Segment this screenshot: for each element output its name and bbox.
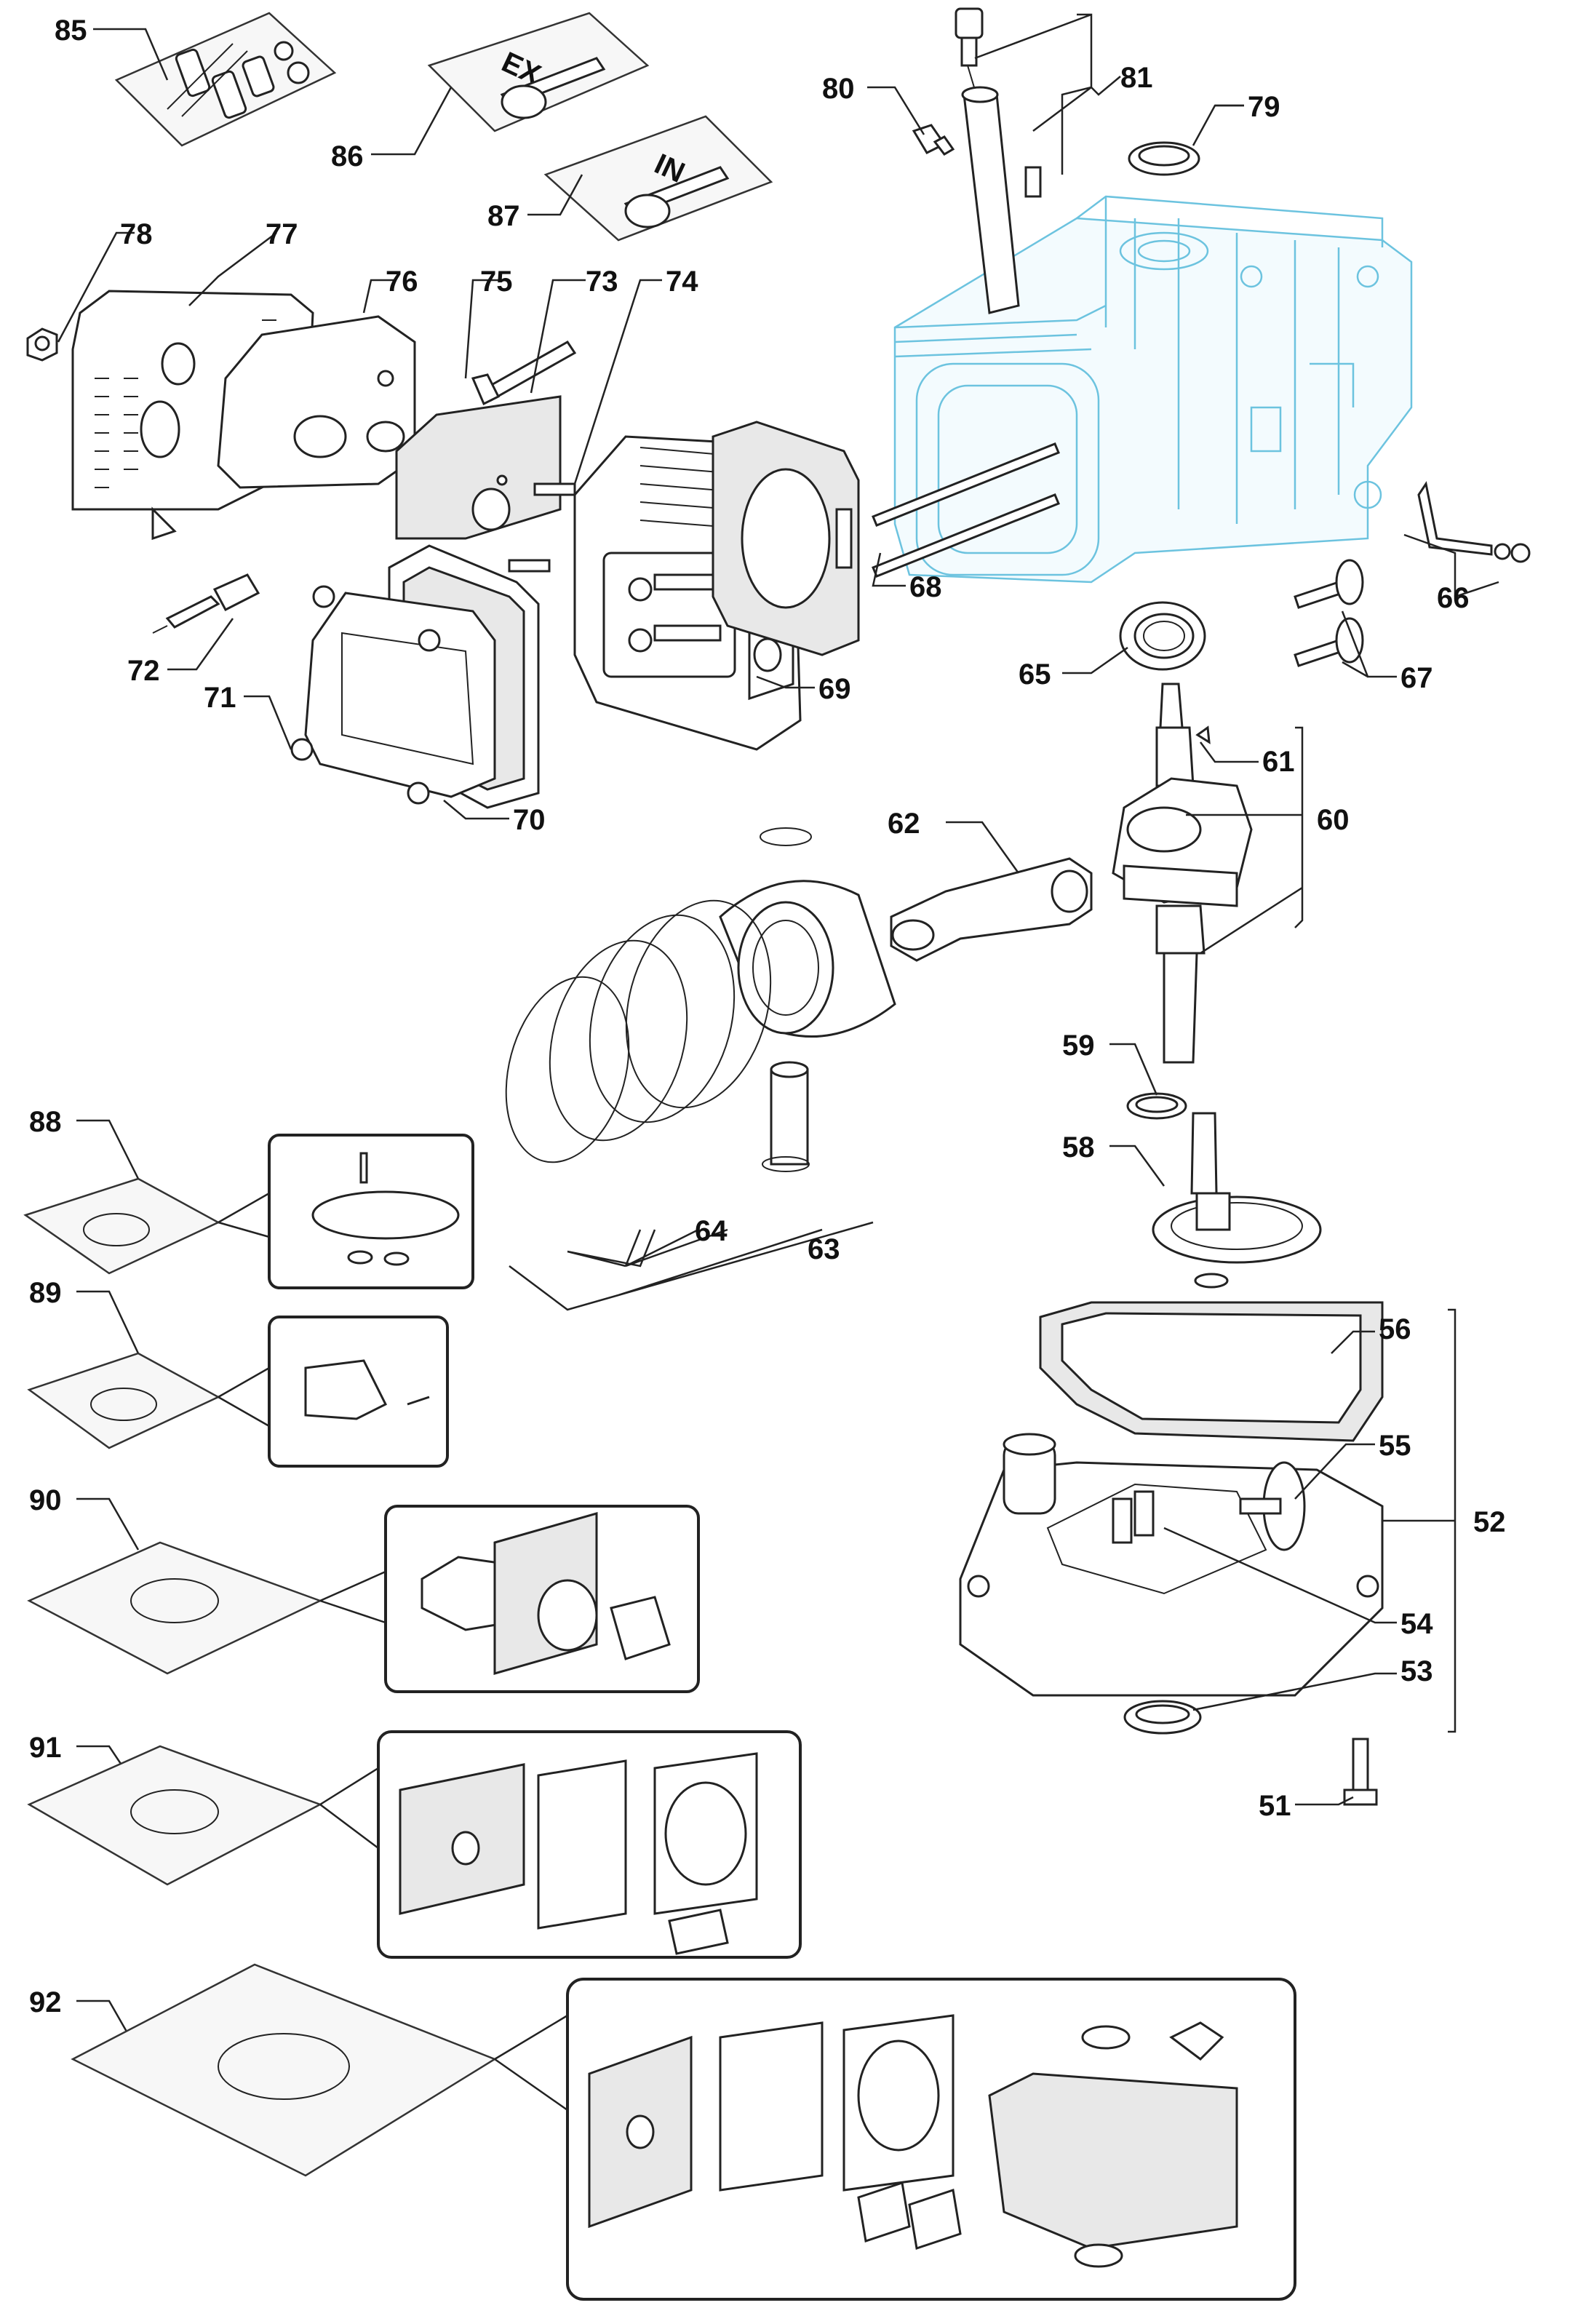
label-73: 73 [586, 266, 618, 298]
kit-88 [23, 1134, 474, 1289]
crankcase-gasket-56 [1039, 1301, 1384, 1442]
muffler-gasket-75 [395, 395, 562, 540]
label-81: 81 [1120, 62, 1153, 94]
label-89: 89 [29, 1277, 62, 1309]
label-51: 51 [1259, 1790, 1291, 1822]
label-69: 69 [818, 673, 851, 705]
crankshaft-60 [1112, 683, 1253, 1064]
label-85: 85 [55, 15, 87, 47]
governor-gear-55 [1239, 1461, 1306, 1551]
label-71: 71 [204, 682, 236, 714]
head-gasket [712, 421, 860, 656]
bolt-80 [912, 124, 955, 156]
oil-seal-53 [1123, 1700, 1202, 1735]
label-67: 67 [1400, 662, 1433, 694]
label-88: 88 [29, 1106, 62, 1138]
label-70: 70 [513, 804, 546, 836]
piston-assembly [505, 827, 896, 1172]
label-76: 76 [386, 266, 418, 298]
dipstick-assembly [955, 7, 1042, 314]
label-58: 58 [1062, 1131, 1095, 1163]
label-79: 79 [1248, 91, 1280, 123]
label-62: 62 [888, 808, 920, 840]
nut-78 [26, 327, 58, 362]
label-72: 72 [127, 655, 160, 687]
crankcase-block [893, 195, 1413, 584]
washer-59 [1126, 1092, 1187, 1120]
rocker-cover-71 [290, 585, 496, 805]
label-91: 91 [29, 1732, 62, 1764]
label-86: 86 [331, 140, 364, 172]
kit-91 [27, 1730, 802, 1959]
kit-90 [27, 1505, 700, 1693]
oil-seal-79 [1128, 141, 1200, 176]
label-54: 54 [1400, 1608, 1433, 1640]
label-66: 66 [1437, 582, 1470, 614]
label-78: 78 [120, 218, 153, 250]
connecting-rod-62 [890, 857, 1093, 962]
leader-lines [57, 13, 1499, 2053]
parts-bag-85 [114, 12, 337, 147]
parts-bag-86: EX [427, 12, 650, 132]
label-63: 63 [808, 1233, 840, 1265]
spark-plug-72 [152, 573, 260, 634]
label-59: 59 [1062, 1030, 1095, 1062]
bolt-51 [1343, 1738, 1378, 1806]
label-92: 92 [29, 1986, 62, 2018]
label-52: 52 [1473, 1506, 1506, 1538]
label-56: 56 [1379, 1313, 1411, 1345]
label-53: 53 [1400, 1655, 1433, 1687]
label-55: 55 [1379, 1430, 1411, 1462]
bearing-65 [1119, 601, 1206, 671]
parts-bag-87: IN [543, 115, 773, 242]
kit-89 [27, 1316, 449, 1468]
label-68: 68 [909, 571, 942, 603]
label-65: 65 [1019, 658, 1051, 691]
label-75: 75 [480, 266, 513, 298]
label-87: 87 [487, 200, 520, 232]
label-90: 90 [29, 1484, 62, 1516]
label-61: 61 [1262, 746, 1295, 778]
bolt-73 [471, 341, 577, 406]
valve-lifters-67 [1294, 559, 1364, 667]
part-labels: 51 52 53 54 55 56 58 59 60 61 62 63 64 6… [29, 15, 1506, 2018]
kit-92 [71, 1963, 1296, 2301]
muffler-76 [217, 315, 416, 489]
label-60: 60 [1317, 804, 1350, 836]
label-80: 80 [822, 73, 855, 105]
label-74: 74 [666, 266, 698, 298]
governor-link-66 [1417, 481, 1531, 563]
label-77: 77 [266, 218, 298, 250]
label-64: 64 [695, 1215, 728, 1247]
camshaft-58 [1152, 1112, 1322, 1289]
